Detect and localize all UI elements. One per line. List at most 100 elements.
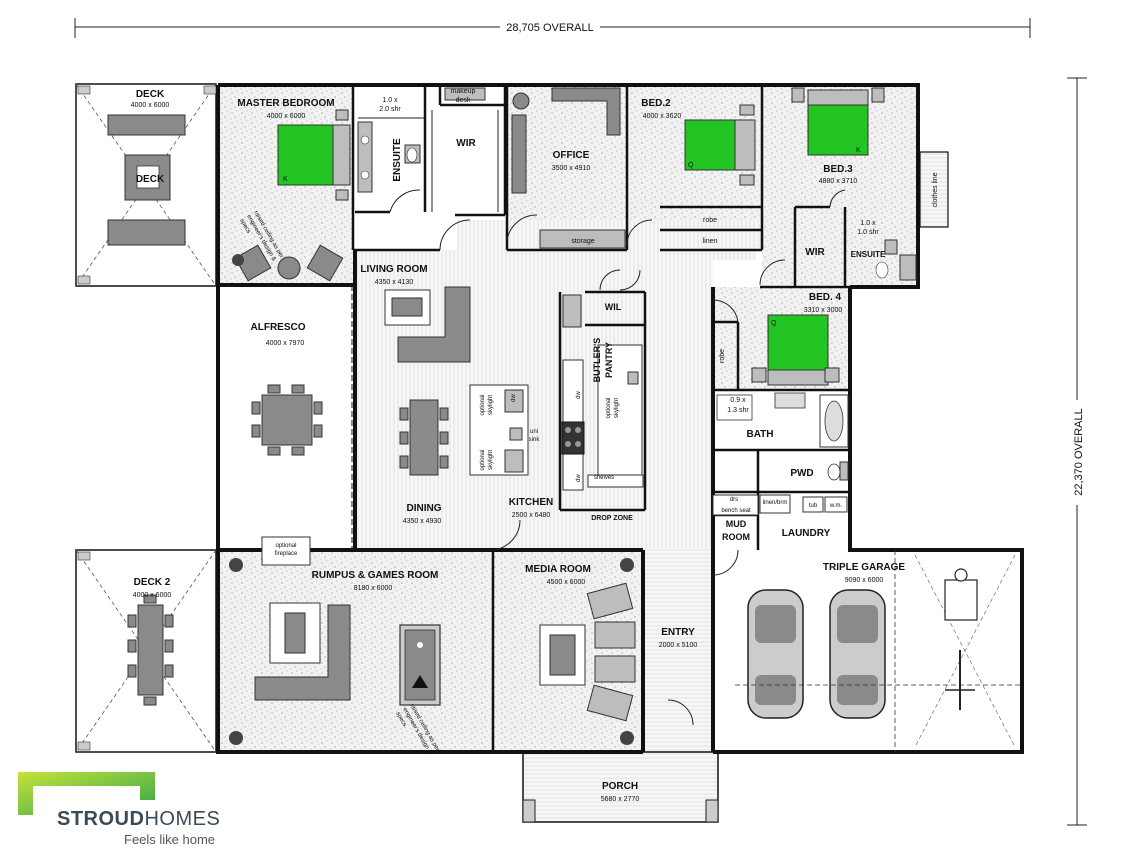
dining-table [399, 399, 449, 476]
deck2-label: DECK 2 [134, 577, 171, 588]
bed4-size: 3310 x 3000 [804, 307, 843, 314]
logo-mark-icon [18, 772, 155, 815]
overall-depth-dimension: 22,370 OVERALL [1067, 77, 1087, 826]
drs-label: drs [730, 497, 738, 503]
bath-label: BATH [746, 429, 773, 440]
shelves-label: shelves [594, 475, 614, 481]
doors [389, 189, 846, 726]
island-skylight1-line2: skylight [488, 395, 494, 415]
bed3-size: 4880 x 3710 [819, 178, 858, 185]
tub-label: tub [809, 503, 818, 509]
deck-label: DECK [136, 89, 165, 100]
kitchen-size: 2500 x 6480 [512, 512, 551, 519]
storage-label: storage [571, 238, 594, 245]
bed4-mark: Q [771, 320, 777, 327]
deck-size: 4000 x 6000 [131, 102, 170, 109]
laundry-fixtures [712, 494, 848, 516]
clothes-line-label: clothes line [932, 172, 939, 207]
pantry-skylight-line1: optional [606, 397, 612, 418]
bench-dw-label: dw [576, 390, 582, 398]
pool-table [399, 624, 441, 706]
bed3-shower-line2: 1.0 shr [857, 229, 879, 236]
drop-zone-label: DROP ZONE [591, 515, 633, 522]
alfresco-size: 4000 x 7970 [266, 340, 305, 347]
master-bedroom-label: MASTER BEDROOM [237, 98, 334, 109]
bed2-robe-label: robe [703, 217, 717, 224]
bed2-bed: Q [684, 104, 756, 186]
brand-name-bold: STROUD [57, 808, 145, 830]
bed3-mark: K [856, 147, 861, 154]
island-skylight2-line2: skylight [488, 450, 494, 470]
garage-cars [735, 550, 1020, 752]
uni-sink-line1: uni [530, 429, 538, 435]
master-shower-line1: 1.0 x [382, 97, 398, 104]
office-desk [511, 87, 626, 249]
bed4-bed: Q [751, 314, 840, 386]
linen-label: linen [703, 238, 718, 245]
master-sitting-chairs [234, 244, 344, 282]
bed3-ensuite-fixtures [875, 239, 917, 281]
uni-sink-line2: sink [529, 437, 541, 443]
pantry-skylight-line2: skylight [614, 398, 620, 418]
clothes-line-box [919, 151, 949, 228]
bed4-robe-label: robe [719, 349, 726, 363]
dining-label: DINING [407, 503, 442, 514]
entry-label: ENTRY [661, 627, 695, 638]
media-seating [586, 582, 636, 722]
rumpus-lounge [254, 602, 351, 701]
fireplace-line2: fireplace [275, 551, 298, 557]
bed4-label: BED. 4 [809, 292, 842, 303]
fireplace-line1: optional [275, 543, 296, 549]
office-size: 3500 x 4910 [552, 165, 591, 172]
rumpus-label: RUMPUS & GAMES ROOM [312, 570, 439, 581]
wir-bed3-label: WIR [805, 247, 825, 258]
wir-master-label: WIR [456, 138, 476, 149]
bed2-mark: Q [688, 162, 694, 169]
wil-label: WIL [605, 302, 622, 312]
master-bedroom-size: 4000 x 6000 [267, 113, 306, 120]
island-dw-label: dw [511, 393, 517, 401]
plants [229, 254, 634, 745]
island-skylight2-line1: optional [480, 449, 486, 470]
bath-fixtures [716, 392, 849, 448]
bench-dw2-label: dw [576, 473, 582, 481]
ensuite-master-label: ENSUITE [392, 138, 403, 182]
brand-name-light: HOMES [144, 808, 221, 830]
living-room-size: 4350 x 4130 [375, 279, 414, 286]
stroud-homes-logo [18, 772, 155, 815]
media-room-size: 4500 x 6000 [547, 579, 586, 586]
kitchen-label: KITCHEN [509, 497, 553, 508]
ensuite-bed3-label: ENSUITE [851, 250, 886, 259]
living-room-label: LIVING ROOM [360, 264, 427, 275]
master-shower-line2: 2.0 shr [379, 106, 401, 113]
porch-posts [522, 751, 719, 823]
deck2-dining-set [127, 594, 174, 706]
bed2-size: 4000 x 3620 [643, 113, 682, 120]
rumpus-size: 8180 x 6000 [354, 585, 393, 592]
butlers-pantry-bench [587, 344, 644, 488]
makeup-desk-line2: desk [456, 97, 471, 104]
butlers-pantry-line1: BUTLER'S [592, 338, 602, 383]
mud-room-line1: MUD [726, 519, 747, 529]
bath-shower-line2: 1.3 shr [727, 407, 749, 414]
brand-tagline: Feels like home [124, 832, 216, 847]
porch-label: PORCH [602, 781, 638, 792]
interior-walls [351, 85, 918, 752]
alfresco-label: ALFRESCO [251, 322, 306, 333]
linen-broom-label: linen/brm [763, 500, 788, 506]
laundry-label: LAUNDRY [782, 528, 831, 539]
mud-room-line2: ROOM [722, 532, 750, 542]
entry-size: 2000 x 5100 [659, 642, 698, 649]
master-bed-mark: K [283, 176, 288, 183]
alfresco-area [216, 285, 353, 550]
ensuite-fixtures [357, 117, 425, 193]
deck2-size: 4000 x 6000 [133, 592, 172, 599]
living-lounge [384, 286, 471, 363]
bath-shower-line1: 0.9 x [730, 397, 746, 404]
kitchen-bench [561, 294, 585, 491]
bed3-label: BED.3 [823, 164, 853, 175]
bed3-shower-line1: 1.0 x [860, 220, 876, 227]
office-label: OFFICE [553, 150, 590, 161]
overall-width-dimension: 28,705 OVERALL [74, 18, 1031, 38]
